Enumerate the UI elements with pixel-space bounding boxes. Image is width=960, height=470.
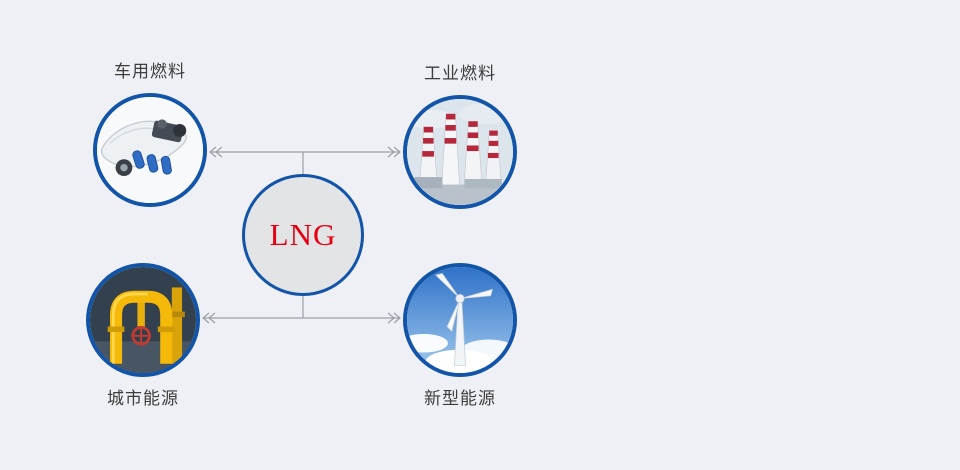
lng-center-node: LNG <box>242 174 364 296</box>
vehicle-fuel-label: 车用燃料 <box>114 62 186 82</box>
node-vehicle-fuel: 车用燃料 <box>93 62 207 207</box>
node-new-energy: 新型能源 <box>403 263 517 409</box>
new-energy-photo <box>403 263 517 377</box>
lng-label: LNG <box>269 217 337 252</box>
vehicle-fuel-photo <box>93 93 207 207</box>
gas-pipeline-icon <box>90 267 196 373</box>
arrow-left-icon <box>215 146 223 158</box>
arrow-right-icon <box>393 312 401 324</box>
node-city-energy: 城市能源 <box>86 263 200 409</box>
node-industrial-fuel: 工业燃料 <box>403 64 517 209</box>
city-energy-photo <box>86 263 200 377</box>
arrow-left-icon <box>209 146 217 158</box>
smokestacks-icon <box>407 99 513 205</box>
wind-turbine-icon <box>407 267 513 373</box>
industrial-fuel-photo <box>403 95 517 209</box>
city-energy-label: 城市能源 <box>107 389 179 409</box>
industrial-fuel-label: 工业燃料 <box>424 64 496 84</box>
new-energy-label: 新型能源 <box>424 389 496 409</box>
arrow-right-icon <box>387 312 395 324</box>
arrow-left-icon <box>208 312 216 324</box>
arrow-right-icon <box>387 146 395 158</box>
arrow-left-icon <box>202 312 210 324</box>
car-engine-icon <box>97 97 203 203</box>
arrow-right-icon <box>393 146 401 158</box>
